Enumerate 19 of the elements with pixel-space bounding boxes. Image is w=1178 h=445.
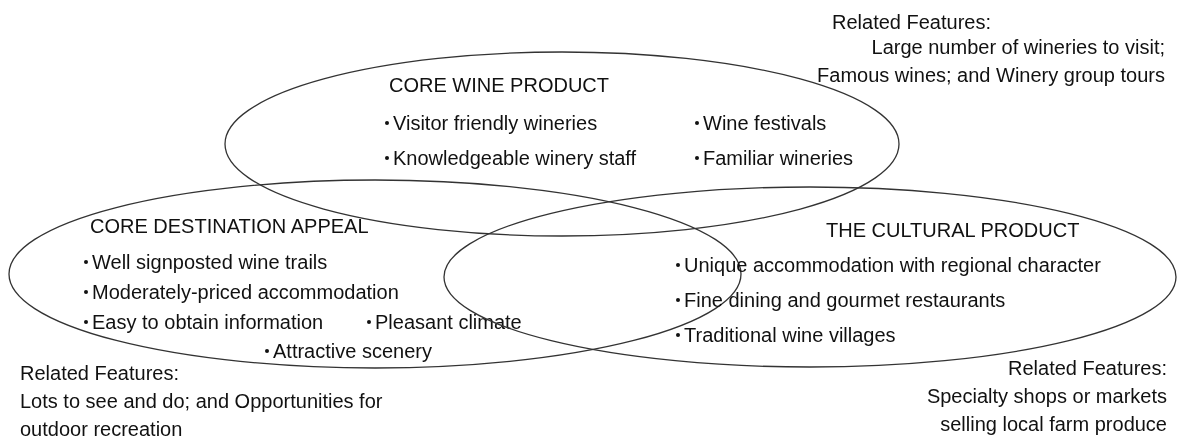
bullet-item: Easy to obtain information <box>92 311 324 333</box>
related-features-text: Specialty shops or markets selling local farm produce <box>925 384 1167 437</box>
bullet-item: Visitor friendly wineries <box>393 112 598 134</box>
bullet-item: Wine festivals <box>703 112 827 134</box>
related-features-heading: Related Features: <box>832 10 991 35</box>
circle-heading: THE CULTURAL PRODUCT <box>826 219 1080 241</box>
bullet-item: Fine dining and gourmet restaurants <box>684 289 1006 311</box>
bullet-item: Traditional wine villages <box>684 324 896 346</box>
related-features-text: Lots to see and do; and Opportunities for outdoor recreation <box>20 389 384 442</box>
bullet-item: Attractive scenery <box>273 340 432 362</box>
circle-heading: CORE DESTINATION APPEAL <box>90 215 369 237</box>
bullet-item: Well signposted wine trails <box>92 251 328 273</box>
related-features-text: Large number of wineries to visit; Famous wines; and Winery group tours <box>816 35 1165 88</box>
bullet-item: Knowledgeable winery staff <box>393 147 637 169</box>
bullet-item: Familiar wineries <box>703 147 854 169</box>
bullet-item: Moderately-priced accommodation <box>92 281 399 303</box>
circle-heading: CORE WINE PRODUCT <box>389 74 609 96</box>
related-features-heading: Related Features: <box>20 361 179 386</box>
related-features-heading: Related Features: <box>1008 356 1167 381</box>
